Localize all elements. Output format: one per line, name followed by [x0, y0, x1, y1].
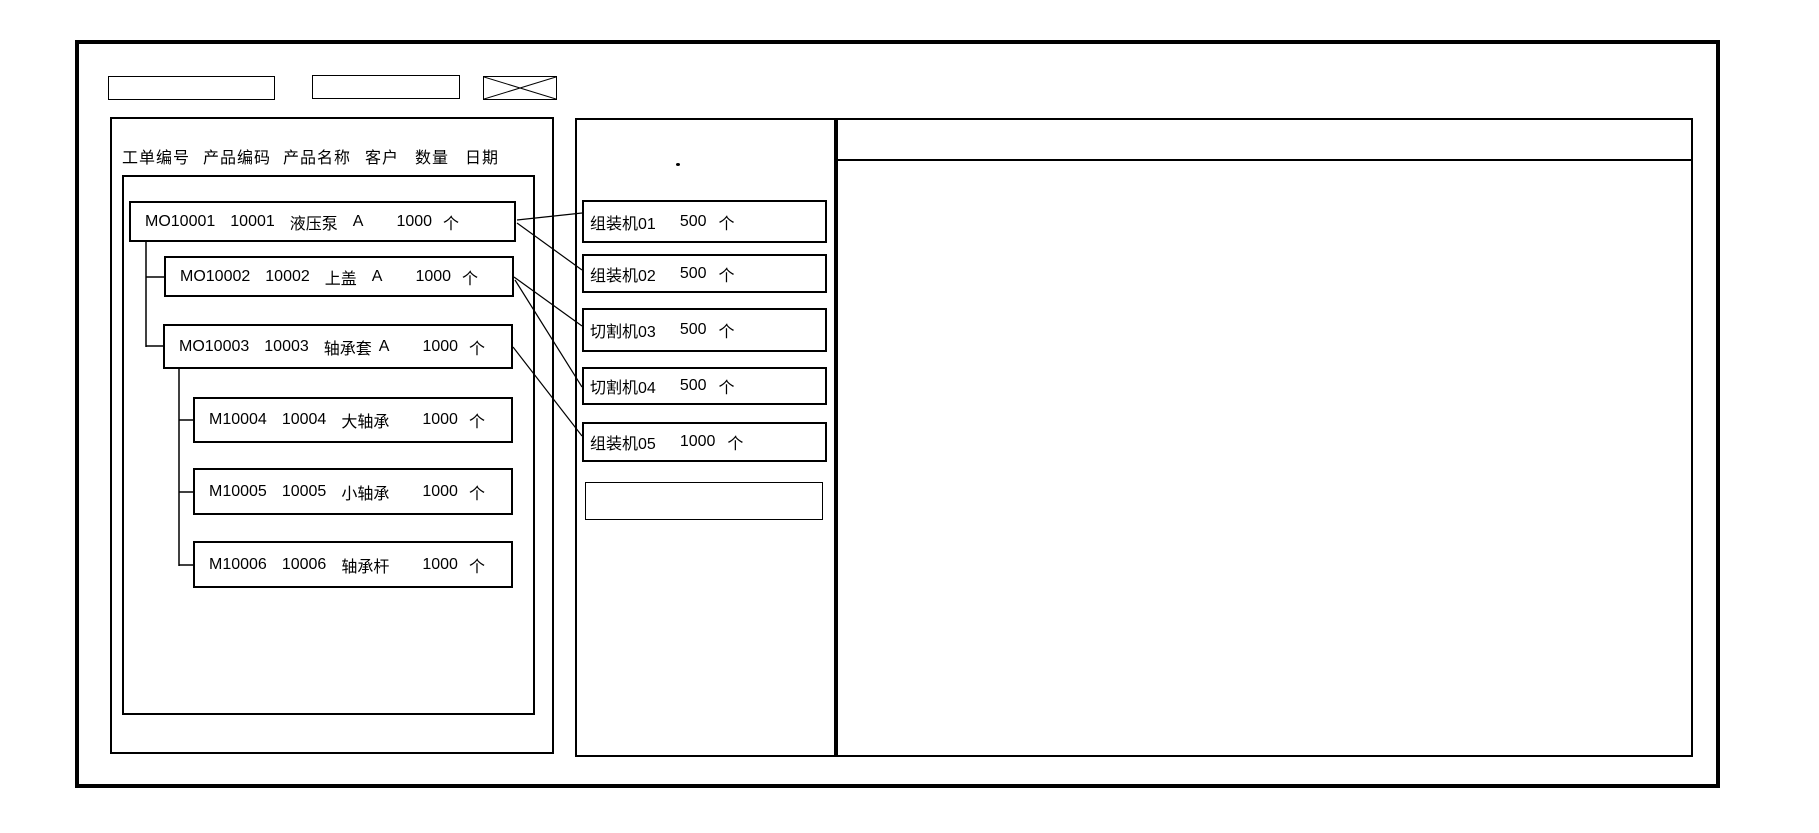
toolbar-input-2[interactable] [312, 75, 460, 99]
order-no: MO10002 [180, 267, 251, 285]
unit: 个 [718, 215, 735, 233]
machine-quantity: 500 [679, 321, 707, 338]
machine-label: 组装机05 [590, 436, 656, 453]
unit: 个 [469, 340, 486, 358]
product-name: 大轴承 [341, 414, 390, 431]
machine-box-05[interactable]: 组装机05 1000 个 [582, 422, 827, 462]
machine-label: 切割机03 [590, 324, 656, 341]
toolbar-input-1[interactable] [108, 76, 275, 100]
customer: A [352, 212, 364, 230]
unit: 个 [468, 558, 485, 576]
machine-quantity: 500 [679, 264, 707, 282]
product-code: 10002 [265, 267, 310, 285]
product-name: 液压泵 [289, 215, 338, 233]
machine-label: 组装机02 [590, 267, 656, 285]
unit: 个 [727, 436, 744, 453]
column-header-quantity: 数量 [415, 150, 450, 167]
quantity: 1000 [422, 337, 459, 355]
order-no: M10006 [209, 555, 267, 573]
order-no: MO10003 [179, 337, 250, 355]
quantity: 1000 [396, 212, 433, 230]
machine-box-04[interactable]: 切割机04 500 个 [582, 367, 827, 405]
schedule-header-divider [838, 159, 1691, 161]
order-box-mo10001[interactable]: MO10001 10001 液压泵 A 1000 个 [129, 201, 516, 242]
unit: 个 [718, 324, 735, 341]
product-name: 上盖 [324, 270, 357, 288]
unit: 个 [718, 380, 735, 397]
machine-quantity: 1000 [679, 433, 716, 450]
product-code: 10005 [281, 482, 327, 500]
machine-box-03[interactable]: 切割机03 500 个 [582, 308, 827, 352]
product-name: 小轴承 [341, 485, 390, 503]
unit: 个 [462, 270, 479, 288]
product-code: 10006 [281, 555, 327, 573]
unit: 个 [718, 267, 735, 285]
schedule-detail-panel [836, 118, 1693, 757]
customer: A [378, 337, 390, 355]
order-box-mo10003[interactable]: MO10003 10003 轴承套 A 1000 个 [163, 324, 513, 369]
order-no: M10005 [209, 482, 267, 500]
product-code: 10003 [264, 337, 309, 355]
column-header-product-name: 产品名称 [283, 150, 352, 167]
machine-label: 切割机04 [590, 380, 656, 397]
customer: A [371, 267, 383, 285]
crossed-box-icon [484, 77, 556, 99]
order-no: M10004 [209, 411, 267, 428]
quantity: 1000 [422, 411, 458, 428]
order-box-m10004[interactable]: M10004 10004 大轴承 1000 个 [193, 397, 513, 443]
quantity: 1000 [422, 482, 458, 500]
order-box-m10005[interactable]: M10005 10005 小轴承 1000 个 [193, 468, 513, 515]
product-name: 轴承套 [323, 340, 372, 358]
order-no: MO10001 [145, 212, 216, 230]
column-header-order-no: 工单编号 [122, 150, 191, 167]
machine-box-empty[interactable] [585, 482, 823, 520]
order-box-mo10002[interactable]: MO10002 10002 上盖 A 1000 个 [164, 256, 514, 297]
dot-marker [676, 163, 680, 166]
product-code: 10004 [281, 411, 327, 428]
column-header-date: 日期 [465, 150, 500, 167]
product-name: 轴承杆 [341, 558, 390, 576]
unit: 个 [468, 414, 485, 431]
machine-quantity: 500 [679, 212, 707, 230]
column-header-customer: 客户 [365, 150, 400, 167]
unit: 个 [468, 485, 485, 503]
order-box-m10006[interactable]: M10006 10006 轴承杆 1000 个 [193, 541, 513, 588]
image-placeholder-button[interactable] [483, 76, 557, 100]
unit: 个 [443, 215, 460, 233]
quantity: 1000 [415, 267, 452, 285]
product-code: 10001 [230, 212, 275, 230]
machine-box-01[interactable]: 组装机01 500 个 [582, 200, 827, 243]
machine-box-02[interactable]: 组装机02 500 个 [582, 254, 827, 293]
machine-label: 组装机01 [590, 215, 656, 233]
column-header-product-code: 产品编码 [203, 150, 272, 167]
machine-quantity: 500 [679, 377, 707, 394]
quantity: 1000 [422, 555, 458, 573]
